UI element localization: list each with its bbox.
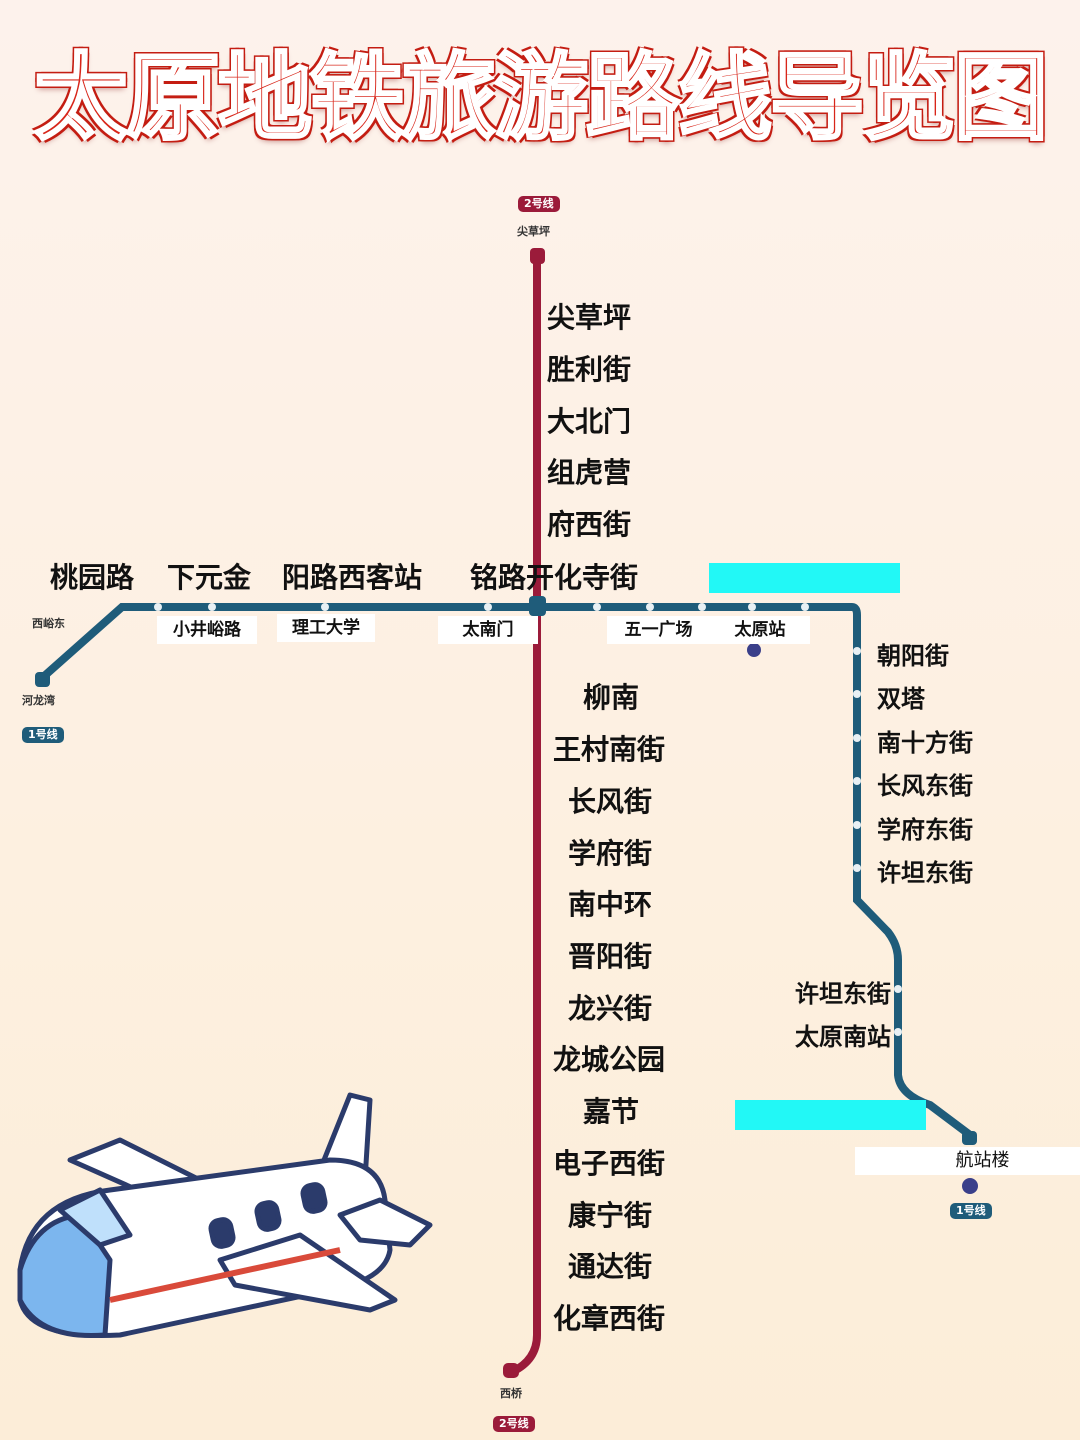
transfer-station — [529, 596, 546, 616]
station-label: 晋阳街 — [568, 940, 653, 973]
page-title: 太原地铁旅游路线导览图 — [32, 43, 1049, 155]
station-label-box: 太南门 — [438, 616, 538, 644]
station-label: 下元金 — [167, 561, 252, 594]
station-label: 铭路开化寺街 — [470, 561, 639, 594]
station-label: 桃园路 — [50, 561, 135, 594]
station-label: 南中环 — [568, 888, 653, 921]
station-label-box: 太原站 — [710, 616, 810, 644]
line-2-badge-north: 2号线 — [518, 196, 560, 212]
station-label: 阳路西客站 — [282, 561, 423, 594]
station-label: 朝阳街 — [877, 642, 949, 670]
station-label: 嘉节 — [583, 1095, 640, 1128]
line-2-south-terminal: 西桥 — [500, 1387, 522, 1400]
station-label: 尖草坪 — [547, 301, 632, 334]
station-label: 学府东街 — [877, 816, 973, 844]
airport-terminal-label: 航站楼 — [855, 1147, 1080, 1175]
line-2-track — [510, 258, 541, 1376]
station-label: 府西街 — [547, 508, 632, 541]
station-label: 柳南 — [583, 681, 640, 714]
line-1-badge-east: 1号线 — [950, 1203, 992, 1219]
station-label: 双塔 — [877, 685, 925, 713]
line-1-terminal-west — [35, 672, 50, 687]
station-label: 龙兴街 — [568, 992, 653, 1025]
station-label: 学府街 — [568, 837, 653, 870]
line-1-track — [39, 603, 973, 1139]
station-label: 王村南街 — [553, 733, 666, 766]
line-1-terminal-east — [962, 1131, 977, 1145]
highlight-bar — [709, 563, 900, 593]
line-1-west-upper: 西峪东 — [32, 617, 65, 630]
line-1-station-dots — [154, 603, 902, 1036]
station-label: 许坦东街 — [877, 859, 973, 887]
station-label: 化章西街 — [553, 1302, 666, 1335]
station-label: 龙城公园 — [553, 1043, 666, 1076]
airplane-illustration — [17, 1092, 433, 1339]
station-label: 组虎营 — [547, 456, 632, 489]
station-label: 太原南站 — [795, 1023, 891, 1051]
airport-terminal-text: 航站楼 — [955, 1150, 1010, 1171]
line-2-north-terminal: 尖草坪 — [517, 225, 550, 238]
airplane-icon — [962, 1178, 978, 1194]
highlight-bar — [735, 1100, 926, 1130]
station-label: 通达街 — [568, 1250, 653, 1283]
station-label: 许坦东街 — [795, 980, 891, 1008]
station-label: 胜利街 — [547, 353, 632, 386]
station-label: 康宁街 — [568, 1199, 653, 1232]
line-2-terminal-north — [530, 248, 545, 264]
station-label-box: 五一广场 — [607, 616, 710, 644]
station-label-box: 理工大学 — [277, 614, 375, 642]
station-label-box: 小井峪路 — [157, 616, 257, 644]
station-label: 长风东街 — [877, 772, 973, 800]
station-label: 南十方街 — [877, 729, 973, 757]
line-1-west-terminal: 河龙湾 — [22, 694, 55, 707]
station-label: 电子西街 — [553, 1147, 666, 1180]
line-2-terminal-south — [503, 1363, 519, 1378]
station-label: 长风街 — [568, 785, 653, 818]
line-2-badge-south: 2号线 — [493, 1416, 535, 1432]
station-label: 大北门 — [547, 405, 632, 438]
train-station-icon — [747, 643, 761, 657]
line-1-badge-west: 1号线 — [22, 727, 64, 743]
